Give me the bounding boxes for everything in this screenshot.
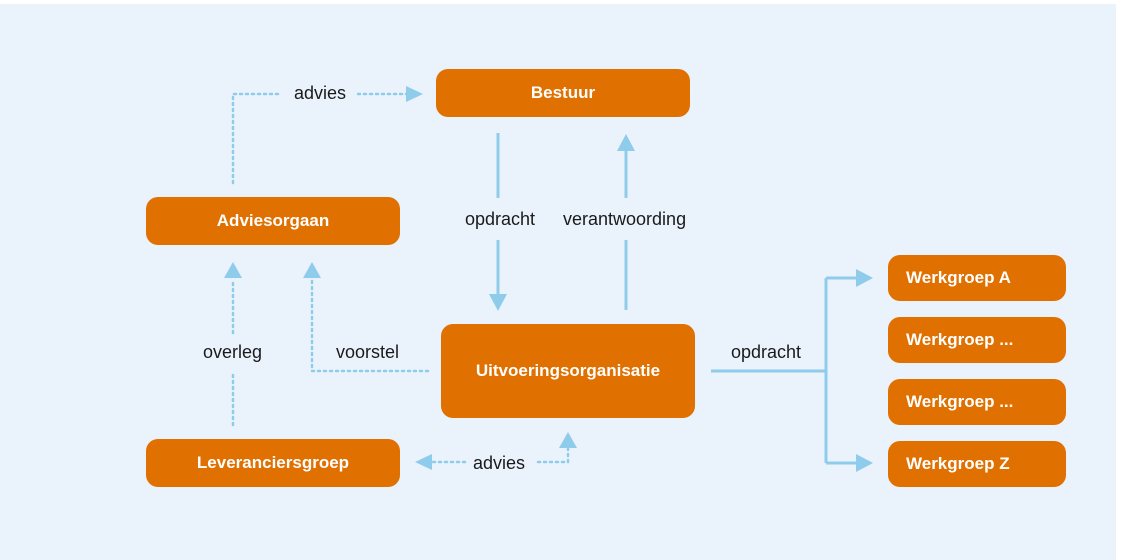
node-werkgroep-3-label: Werkgroep ... <box>906 392 1014 411</box>
node-adviesorgaan: Adviesorgaan <box>146 197 400 245</box>
arrowhead-to-werkgroep-z <box>856 454 873 472</box>
arrowhead-to-bestuur <box>406 86 423 102</box>
edge-adviesorgaan-bestuur <box>231 92 284 185</box>
arrowhead-to-uitvoering-bottom <box>559 432 577 448</box>
label-voorstel: voorstel <box>336 342 400 362</box>
edge-uitvoering-leveranciers <box>536 446 570 464</box>
node-bestuur-label: Bestuur <box>530 83 596 102</box>
label-overleg: overleg <box>203 342 263 362</box>
label-opdracht-right: opdracht <box>731 342 802 362</box>
node-bestuur: Bestuur <box>436 69 690 117</box>
node-uitvoeringsorganisatie: Uitvoeringsorganisatie <box>441 324 695 418</box>
edge-uitvoering-adviesorgaan <box>310 278 430 373</box>
node-werkgroep-2: Werkgroep ... <box>888 317 1066 363</box>
arrowhead-to-adviesorgaan-overleg <box>224 262 242 278</box>
label-advies-bottom: advies <box>473 453 526 473</box>
node-werkgroep-3: Werkgroep ... <box>888 379 1066 425</box>
node-uitvoeringsorganisatie-label: Uitvoeringsorganisatie <box>475 361 661 380</box>
label-advies-top: advies <box>294 83 347 103</box>
node-leveranciersgroep: Leveranciersgroep <box>146 439 400 487</box>
node-werkgroep-a-label: Werkgroep A <box>906 268 1011 287</box>
label-opdracht-center: opdracht <box>465 209 536 229</box>
label-verantwoording: verantwoording <box>563 209 687 229</box>
arrowhead-to-adviesorgaan-voorstel <box>303 262 321 278</box>
node-werkgroep-2-label: Werkgroep ... <box>906 330 1014 349</box>
node-werkgroep-z: Werkgroep Z <box>888 441 1066 487</box>
arrowhead-to-leveranciersgroep <box>415 454 432 470</box>
arrowhead-to-werkgroep-a <box>856 269 873 287</box>
node-werkgroep-z-label: Werkgroep Z <box>906 454 1010 473</box>
node-werkgroep-a: Werkgroep A <box>888 255 1066 301</box>
arrowhead-to-bestuur-up <box>617 134 635 151</box>
node-leveranciersgroep-label: Leveranciersgroep <box>196 453 350 472</box>
node-adviesorgaan-label: Adviesorgaan <box>216 211 330 230</box>
arrowhead-to-uitvoering <box>489 294 507 311</box>
